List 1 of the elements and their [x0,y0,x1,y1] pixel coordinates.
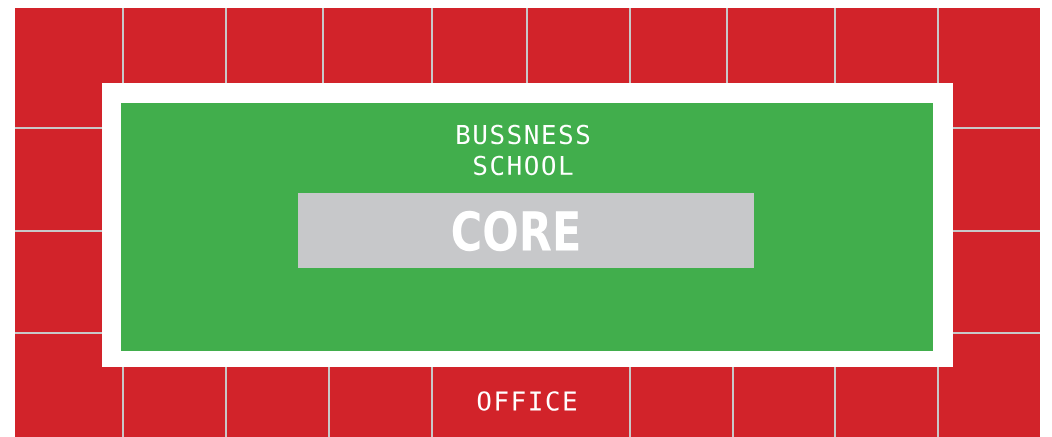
core-box: CORE [298,193,754,268]
